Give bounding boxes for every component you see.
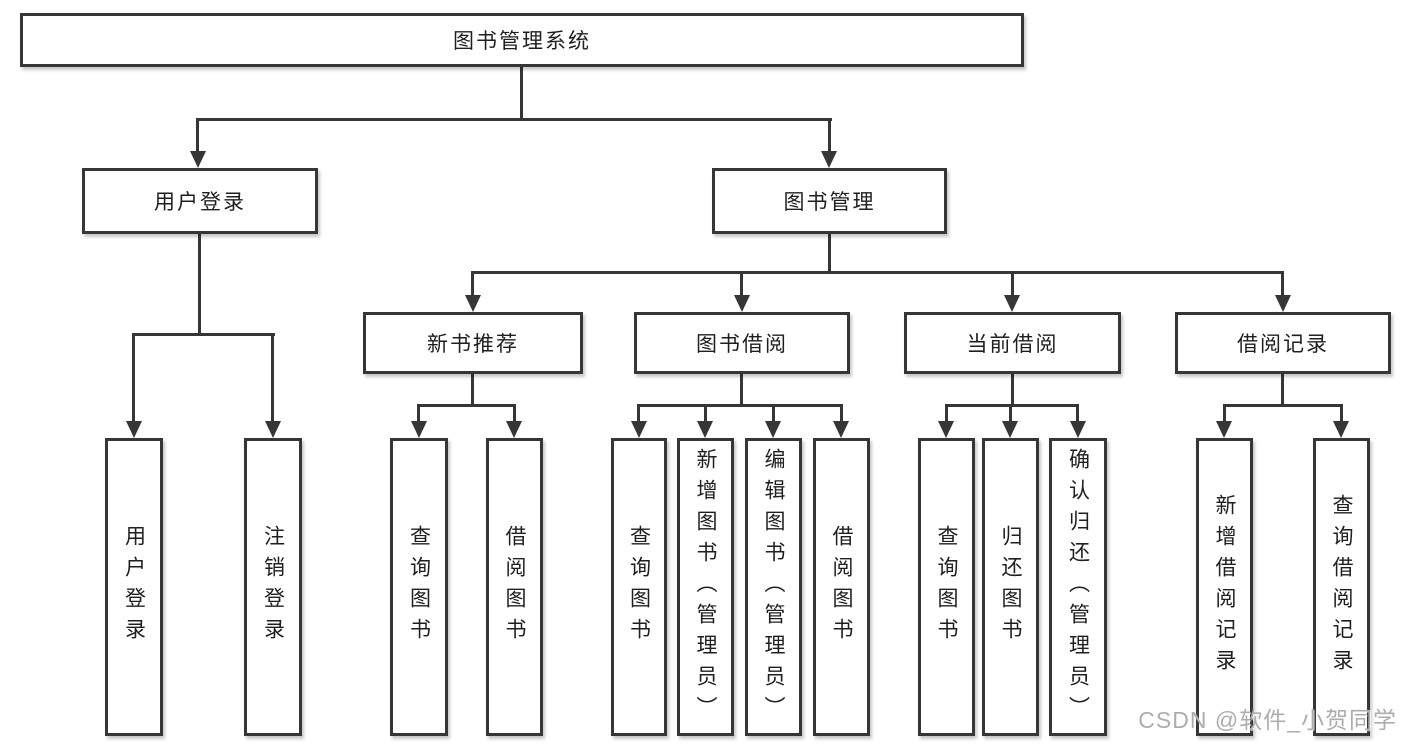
leaf-label: 新增图书（管理员）	[694, 447, 717, 727]
leaf-borrow-books: 借阅图书	[813, 438, 870, 736]
connector-c3-stem	[1076, 404, 1079, 423]
connector-group-d-hbar	[1223, 404, 1343, 407]
arrow-to-user-login	[190, 151, 206, 168]
leaf-return-books: 归还图书	[982, 438, 1039, 736]
arrow-c1	[938, 421, 954, 438]
leaf-label: 编辑图书（管理员）	[762, 447, 785, 727]
arrow-to-leaf-logout	[265, 421, 281, 438]
node-label: 新书推荐	[427, 333, 519, 356]
connector-group-c-down	[1011, 374, 1014, 406]
arrow-to-book-borrow	[734, 295, 750, 312]
leaf-label: 注销登录	[261, 525, 285, 649]
connector-leaf-login-stem	[132, 333, 135, 422]
arrow-a2	[506, 421, 522, 438]
node-label: 当前借阅	[966, 333, 1059, 356]
connector-book-mgmt-down	[828, 234, 831, 274]
connector-group-b-down	[740, 374, 743, 406]
node-current-borrowing: 当前借阅	[904, 312, 1121, 374]
leaf-label: 借阅图书	[503, 525, 526, 649]
leaf-query-books-borrow: 查询图书	[611, 438, 667, 736]
connector-group-d-down	[1281, 374, 1284, 406]
arrow-b3	[765, 421, 781, 438]
leaf-label: 确认归还（管理员）	[1066, 447, 1090, 727]
arrow-c2	[1002, 421, 1018, 438]
arrow-b1	[631, 421, 647, 438]
connector-d2-stem	[1340, 404, 1343, 423]
connector-c2-stem	[1009, 404, 1012, 423]
connector-d1-stem	[1223, 404, 1226, 423]
arrow-to-leaf-login	[126, 421, 142, 438]
connector-book-mgmt-stem	[828, 118, 831, 153]
leaf-user-login: 用户登录	[105, 438, 163, 736]
leaf-label: 查询图书	[627, 525, 651, 649]
arrow-b2	[697, 421, 713, 438]
arrow-a1	[411, 421, 427, 438]
leaf-query-books-current: 查询图书	[918, 438, 975, 736]
leaf-query-borrow-record: 查询借阅记录	[1313, 438, 1370, 736]
leaf-edit-books-admin: 编辑图书（管理员）	[745, 438, 802, 736]
connector-c1-stem	[945, 404, 948, 423]
connector-group-b-hbar	[637, 404, 843, 407]
connector-group-a-hbar	[417, 404, 516, 407]
connector-root-hbar	[196, 118, 832, 121]
arrow-c3	[1070, 421, 1086, 438]
leaf-label: 归还图书	[999, 525, 1022, 649]
leaf-label: 查询图书	[935, 525, 958, 649]
connector-b1-stem	[637, 404, 640, 423]
connector-b2-stem	[704, 404, 707, 423]
connector-user-login-stem	[196, 118, 199, 153]
leaf-confirm-return-admin: 确认归还（管理员）	[1049, 438, 1107, 736]
connector-root-stem	[520, 67, 523, 121]
connector-leaf-logout-stem	[271, 333, 274, 422]
node-label: 用户登录	[154, 191, 246, 214]
node-user-login: 用户登录	[82, 168, 318, 234]
arrow-to-borrow-record	[1275, 295, 1291, 312]
node-book-borrowing: 图书借阅	[634, 312, 850, 374]
leaf-label: 用户登录	[122, 525, 146, 649]
leaf-label: 查询借阅记录	[1330, 494, 1353, 680]
leaf-label: 借阅图书	[830, 525, 853, 649]
node-new-book-recommendation: 新书推荐	[363, 312, 583, 374]
node-book-management: 图书管理	[712, 168, 947, 234]
leaf-label: 新增借阅记录	[1213, 494, 1236, 680]
connector-book-mgmt-hbar	[471, 271, 1284, 274]
leaf-borrow-books-recommend: 借阅图书	[486, 438, 543, 736]
connector-group-a-down	[471, 374, 474, 406]
arrow-to-current-borrow	[1004, 295, 1020, 312]
node-label: 图书借阅	[696, 333, 788, 356]
arrow-to-new-book	[465, 295, 481, 312]
arrow-d2	[1333, 421, 1349, 438]
leaf-query-books-recommend: 查询图书	[390, 438, 448, 736]
node-library-management-system: 图书管理系统	[20, 13, 1024, 67]
connector-a2-stem	[513, 404, 516, 423]
node-borrowing-records: 借阅记录	[1175, 312, 1391, 374]
arrow-b4	[833, 421, 849, 438]
connector-b4-stem	[840, 404, 843, 423]
arrow-to-book-mgmt	[821, 151, 837, 168]
leaf-add-borrow-record: 新增借阅记录	[1196, 438, 1253, 736]
connector-user-login-hbar	[132, 333, 275, 336]
node-label: 图书管理	[783, 191, 876, 214]
connector-book-borrow-stem	[740, 271, 743, 297]
connector-new-book-stem	[471, 271, 474, 297]
csdn-watermark: CSDN @软件_小贺同学	[1138, 707, 1397, 733]
node-label: 图书管理系统	[453, 30, 591, 53]
connector-borrow-record-stem	[1281, 271, 1284, 297]
connector-b3-stem	[772, 404, 775, 423]
connector-group-c-hbar	[945, 404, 1079, 407]
connector-user-login-down	[198, 234, 201, 336]
connector-a1-stem	[417, 404, 420, 423]
leaf-logout: 注销登录	[244, 438, 302, 736]
connector-current-borrow-stem	[1011, 271, 1014, 297]
arrow-d1	[1216, 421, 1232, 438]
node-label: 借阅记录	[1237, 333, 1329, 356]
leaf-add-books-admin: 新增图书（管理员）	[677, 438, 734, 736]
leaf-label: 查询图书	[407, 525, 431, 649]
